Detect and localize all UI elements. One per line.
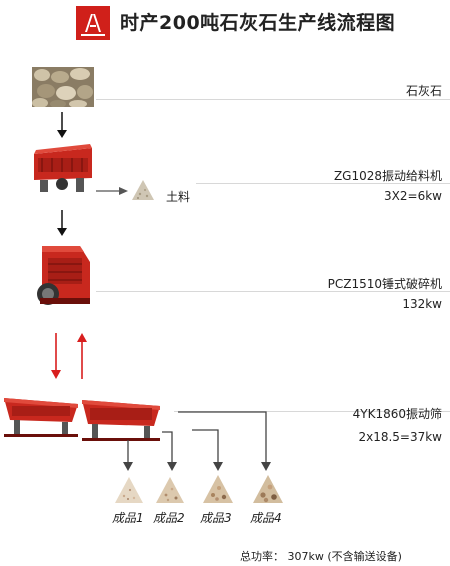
red-arrow-down-icon: [51, 333, 61, 379]
logo-icon: [76, 6, 110, 40]
vibrating-screen-image-1: [2, 394, 80, 438]
page-title: 时产200吨石灰石生产线流程图: [120, 12, 396, 34]
soil-label: 土料: [166, 190, 191, 204]
product-3-label: 成品3: [200, 511, 232, 525]
total-power-text: 总功率： 307kw (不含输送设备): [240, 550, 402, 563]
red-arrow-up-icon: [77, 333, 87, 379]
feeder-power-label: 3X2=6kw: [384, 189, 442, 203]
product-pile-icon: [156, 477, 184, 503]
company-logo: [76, 6, 110, 40]
screen-model-label: 4YK1860振动筛: [352, 407, 442, 421]
limestone-image: [32, 67, 94, 108]
crusher-power-label: 132kw: [402, 297, 442, 311]
divider-line: [174, 411, 450, 412]
feeder-model-label: ZG1028振动给料机: [333, 169, 442, 183]
product-2-label: 成品2: [153, 511, 185, 525]
soil-pile-icon: [132, 180, 154, 200]
arrow-down-icon: [57, 112, 67, 138]
screen-power-label: 2x18.5=37kw: [358, 430, 442, 444]
hammer-crusher-image: [36, 244, 92, 306]
product-pile-icon: [253, 475, 283, 503]
product-4-label: 成品4: [250, 511, 282, 525]
divider-line: [96, 99, 450, 100]
arrow-right-icon: [96, 187, 128, 195]
crusher-model-label: PCZ1510锤式破碎机: [327, 277, 442, 291]
product-pile-icon: [115, 477, 143, 503]
arrow-down-icon: [57, 210, 67, 236]
product-pile-icon: [203, 475, 233, 503]
vibrating-feeder-image: [32, 144, 94, 194]
divider-line: [196, 183, 450, 184]
raw-material-label: 石灰石: [405, 84, 442, 98]
vibrating-screen-image-2: [80, 396, 162, 442]
title-bar: [0, 0, 450, 46]
divider-line: [96, 291, 450, 292]
product-split-arrows: [123, 411, 271, 471]
product-1-label: 成品1: [112, 511, 144, 525]
